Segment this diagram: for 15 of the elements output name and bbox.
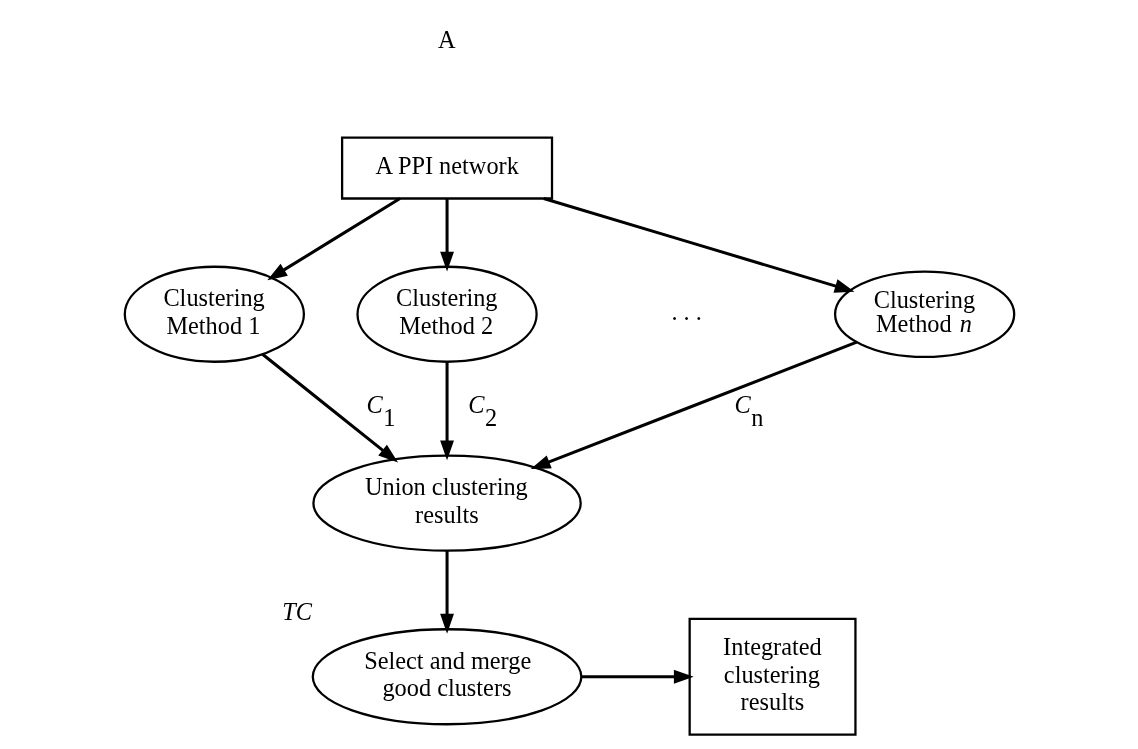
arrow	[439, 550, 454, 634]
arrow	[439, 361, 454, 461]
arrow	[439, 198, 454, 272]
label: . . .	[670, 298, 702, 326]
node-ellipse: Clustering Method 2	[355, 265, 538, 363]
arrow	[581, 669, 694, 684]
arrow	[530, 340, 857, 470]
node-box: Integrated clustering results	[688, 617, 857, 736]
arrow	[542, 197, 854, 293]
label: A	[437, 25, 456, 53]
arrow	[266, 197, 401, 281]
node-label: TC	[281, 598, 312, 626]
node-ellipse: Select and merge good clusters	[311, 628, 582, 726]
arrow	[261, 353, 398, 463]
node-box: A PPI network	[340, 136, 553, 200]
